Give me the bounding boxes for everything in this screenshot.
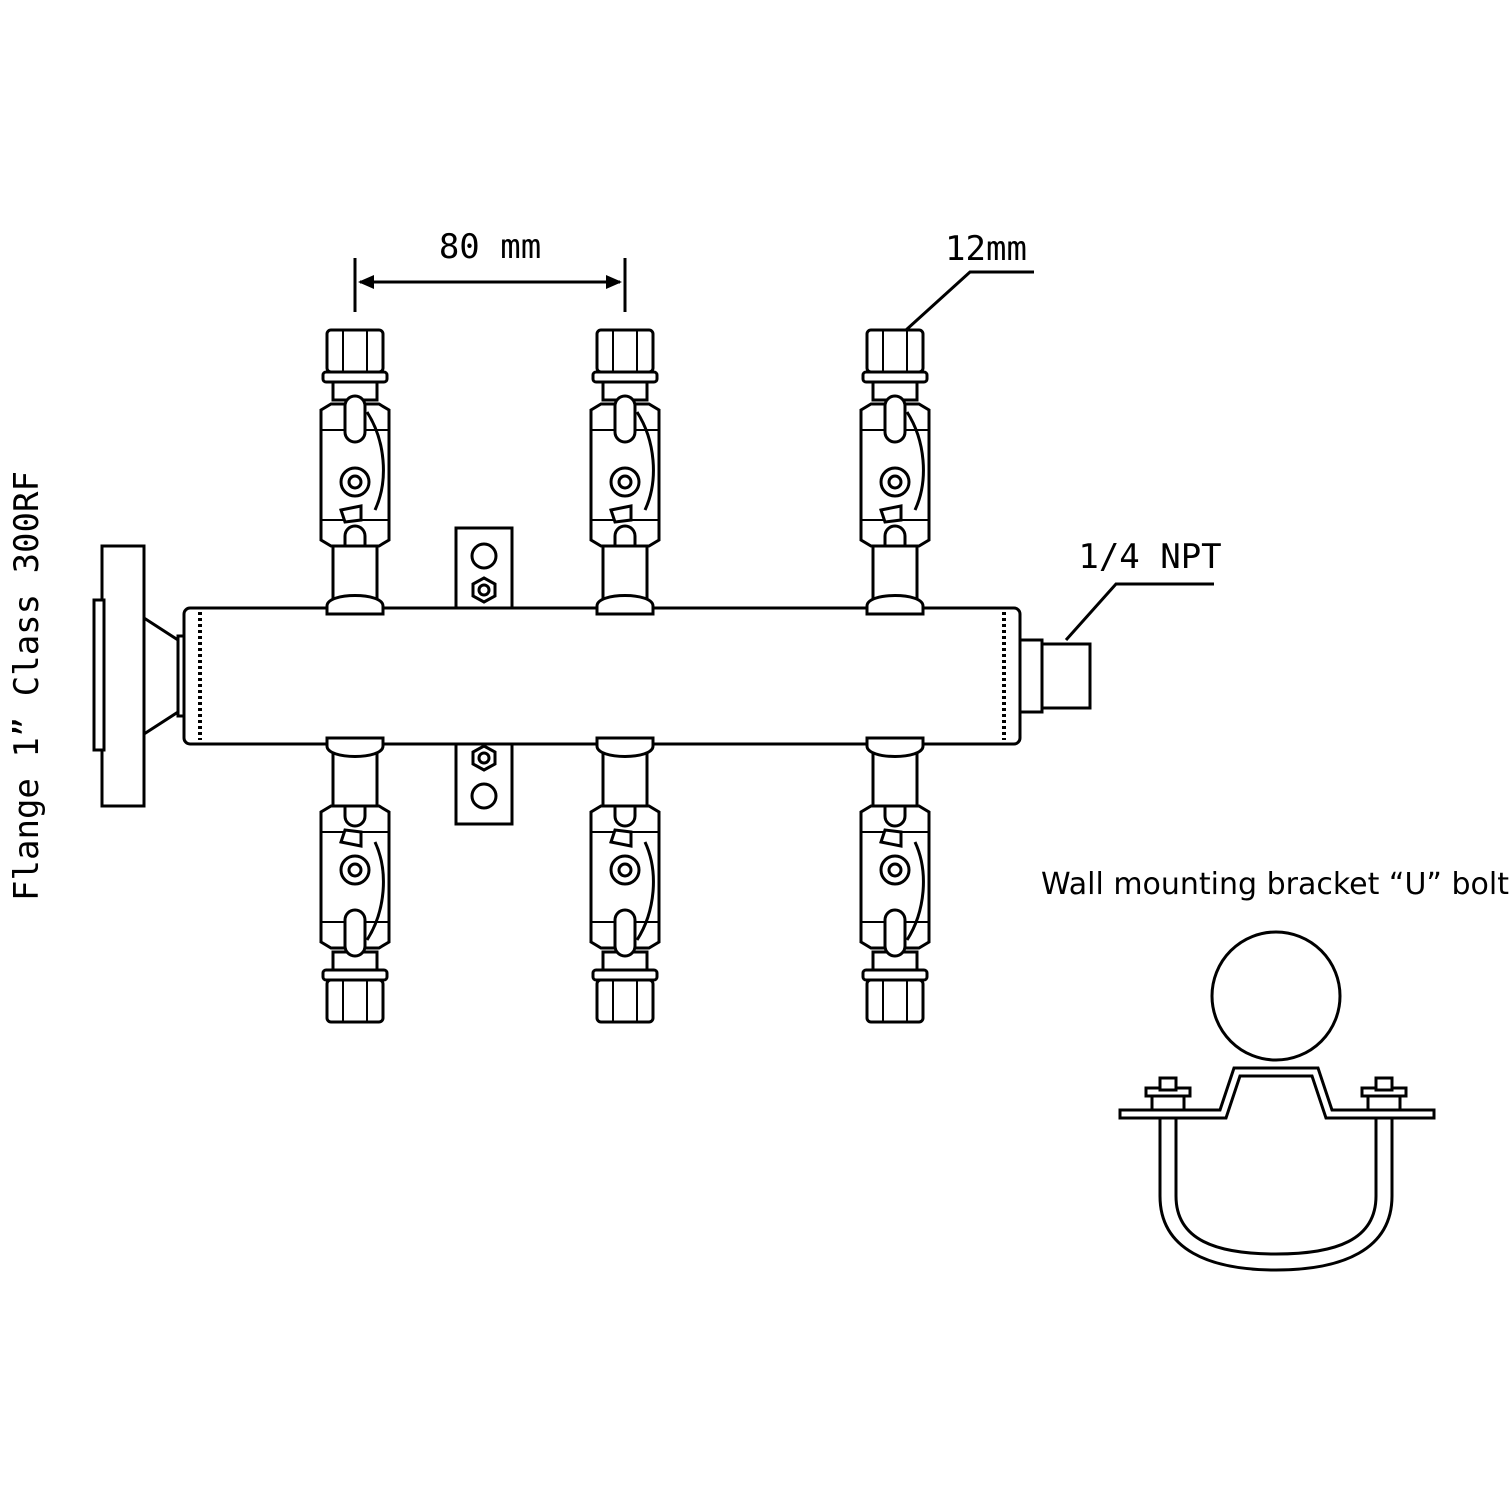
- tube-size-callout: 12mm: [904, 229, 1034, 332]
- spacing-label: 80 mm: [439, 227, 541, 267]
- valve-upper-3: [859, 328, 931, 616]
- valve-lower-3: [859, 736, 931, 1024]
- flange-label: Flange 1” Class 300RF: [7, 471, 47, 901]
- valve-upper-1: [319, 328, 391, 616]
- manifold-header: [182, 606, 1092, 746]
- flange: [92, 544, 188, 808]
- outlet-thread-callout: 1/4 NPT: [1064, 537, 1222, 641]
- mounting-plate-bottom: [454, 742, 514, 826]
- outlet-thread-label: 1/4 NPT: [1078, 537, 1221, 577]
- spacing-dimension: 80 mm: [353, 227, 627, 312]
- u-bolt-bracket-icon: [1118, 930, 1436, 1272]
- mounting-plate-top: [454, 526, 514, 610]
- valve-lower-2: [589, 736, 661, 1024]
- valve-upper-2: [589, 328, 661, 616]
- tube-size-label: 12mm: [945, 229, 1027, 269]
- bracket-label: Wall mounting bracket “U” bolt: [1041, 867, 1509, 902]
- valve-lower-1: [319, 736, 391, 1024]
